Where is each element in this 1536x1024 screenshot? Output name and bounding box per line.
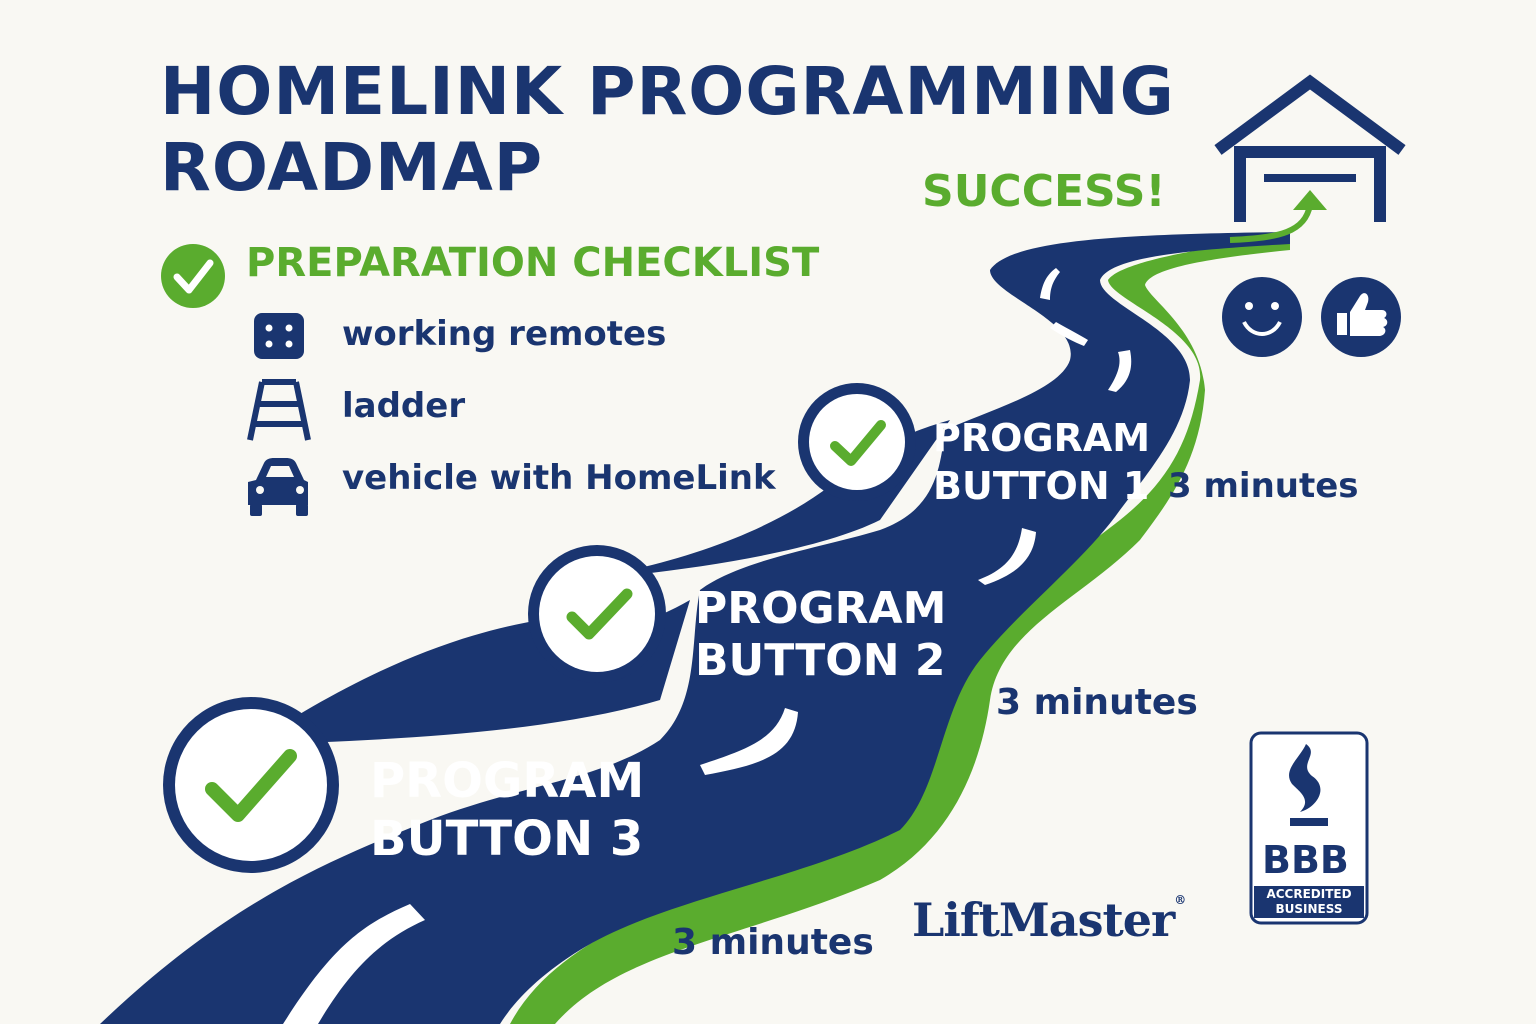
lane-mark [978,528,1036,585]
step-2-check-icon [528,545,666,683]
bbb-accredited: ACCREDITED [1266,887,1352,901]
lane-mark [283,904,425,1024]
checklist-item-ladder: ladder [342,386,466,426]
road-green-edge [510,236,1290,1024]
garage-icon [1214,74,1406,222]
arrow-head [1293,190,1327,210]
success-label: SUCCESS! [922,166,1166,217]
ladder-icon [247,379,311,441]
step-2-label: PROGRAM BUTTON 2 [695,583,947,686]
smiley-icon [1222,277,1302,357]
checklist-title: PREPARATION CHECKLIST [246,240,820,286]
step-3-label: PROGRAM BUTTON 3 [370,753,645,867]
step-1-duration: 3 minutes [1168,466,1359,506]
checklist-check-icon [161,244,225,308]
lane-mark [700,708,798,775]
step-1-check-icon [798,383,916,501]
page-title: HOMELINK PROGRAMMING ROADMAP [160,53,1175,206]
step-1-label: PROGRAM BUTTON 1 [933,416,1151,508]
torch-icon [1289,744,1321,812]
bbb-badge [1249,731,1369,925]
lane-mark [1108,350,1132,392]
checklist-item-vehicle: vehicle with HomeLink [342,458,776,498]
remote-icon [254,313,304,359]
thumbs-up-icon [1321,277,1401,357]
lane-mark [1050,322,1088,346]
checklist-item-remotes: working remotes [342,314,667,354]
step-3-check-icon [163,697,339,873]
arrow-icon [1229,204,1313,243]
road [100,232,1290,1024]
bbb-letters: BBB [1262,838,1349,882]
lane-mark [1040,268,1060,300]
step-2-duration: 3 minutes [996,682,1198,723]
liftmaster-logo: LiftMaster® [912,893,1186,947]
bbb-business: BUSINESS [1275,902,1343,916]
step-3-duration: 3 minutes [672,922,874,963]
car-icon [248,458,308,516]
